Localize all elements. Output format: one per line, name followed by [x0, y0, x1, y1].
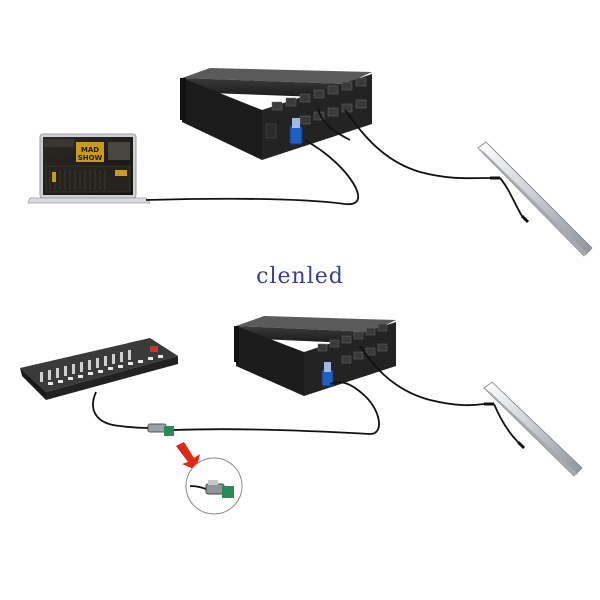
laptop-icon: MAD SHOW [27, 133, 151, 204]
brand-watermark: clenled [256, 264, 344, 289]
ethernet-connector-icon [289, 118, 303, 145]
ethernet-connector-icon [321, 362, 334, 387]
screen-logo-line1: MAD [81, 146, 99, 154]
dmx-adapter-icon [147, 423, 174, 436]
led-bar-icon [483, 381, 583, 477]
led-bar-icon [477, 141, 593, 257]
dmx-console-icon [20, 338, 178, 400]
adapter-zoom-icon [185, 457, 243, 515]
led-controller-icon [180, 68, 372, 160]
screen-logo-panel [76, 142, 104, 162]
led-controller-icon [234, 316, 396, 396]
cables-top [145, 107, 530, 224]
cables-bottom [92, 345, 526, 450]
pointer-arrow-icon [176, 442, 200, 470]
screen-logo-line2: SHOW [78, 154, 103, 162]
